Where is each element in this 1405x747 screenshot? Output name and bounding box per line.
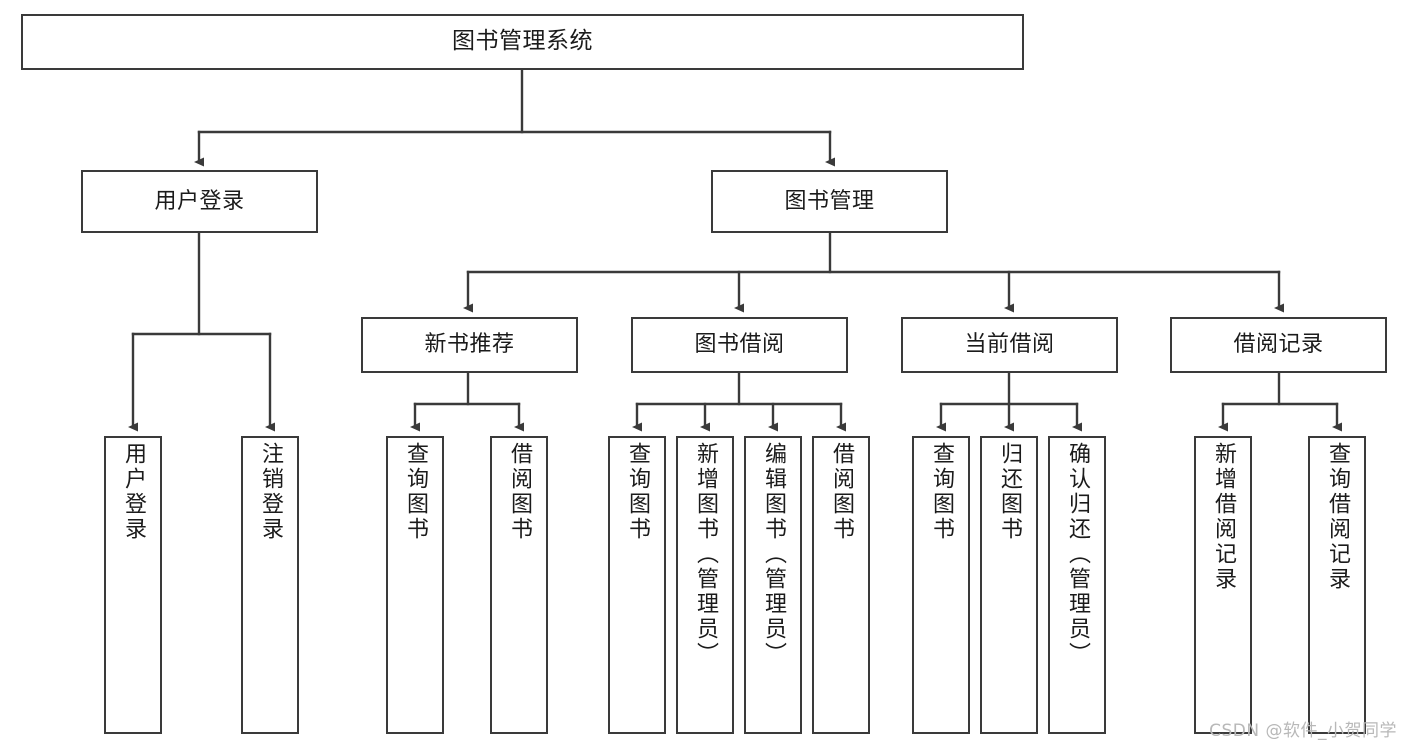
node-label: 用户登录 [154, 188, 245, 214]
node-label: 借阅图书 [506, 442, 532, 542]
node-label: 查询图书 [624, 442, 650, 542]
node-label: 当前借阅 [964, 332, 1055, 358]
node-label: 注销登录 [257, 442, 283, 542]
node-label: 新增借阅记录 [1210, 442, 1236, 592]
node-leaf-add-book-admin[interactable]: 新增图书（管理员） [676, 436, 734, 734]
node-label: 归还图书 [996, 442, 1022, 542]
node-leaf-confirm-return-admin[interactable]: 确认归还（管理员） [1048, 436, 1106, 734]
node-label: 图书管理系统 [452, 28, 593, 55]
node-leaf-query-book-cb[interactable]: 查询图书 [912, 436, 970, 734]
node-leaf-query-borrow-record[interactable]: 查询借阅记录 [1308, 436, 1366, 734]
node-label: 查询借阅记录 [1324, 442, 1350, 592]
node-leaf-logout[interactable]: 注销登录 [241, 436, 299, 734]
node-leaf-return-book[interactable]: 归还图书 [980, 436, 1038, 734]
node-label: 新书推荐 [424, 332, 515, 358]
node-label: 借阅图书 [828, 442, 854, 542]
node-label: 借阅记录 [1233, 332, 1324, 358]
node-label: 图书借阅 [694, 332, 785, 358]
node-leaf-edit-book-admin[interactable]: 编辑图书（管理员） [744, 436, 802, 734]
node-current-borrow[interactable]: 当前借阅 [901, 317, 1118, 373]
node-book-borrow[interactable]: 图书借阅 [631, 317, 848, 373]
node-label: 查询图书 [402, 442, 428, 542]
node-user-login[interactable]: 用户登录 [81, 170, 318, 233]
node-label: 编辑图书（管理员） [760, 442, 786, 667]
node-label: 新增图书（管理员） [692, 442, 718, 667]
node-leaf-user-login[interactable]: 用户登录 [104, 436, 162, 734]
node-book-management[interactable]: 图书管理 [711, 170, 948, 233]
node-leaf-add-borrow-record[interactable]: 新增借阅记录 [1194, 436, 1252, 734]
node-leaf-query-book-bb[interactable]: 查询图书 [608, 436, 666, 734]
node-leaf-query-book-nb[interactable]: 查询图书 [386, 436, 444, 734]
node-leaf-borrow-book-bb[interactable]: 借阅图书 [812, 436, 870, 734]
node-label: 确认归还（管理员） [1064, 442, 1090, 667]
node-root-book-management-system[interactable]: 图书管理系统 [21, 14, 1024, 70]
node-label: 用户登录 [120, 442, 146, 542]
node-leaf-borrow-book-nb[interactable]: 借阅图书 [490, 436, 548, 734]
node-label: 图书管理 [784, 188, 875, 214]
node-label: 查询图书 [928, 442, 954, 542]
node-borrow-record[interactable]: 借阅记录 [1170, 317, 1387, 373]
node-new-book-recommend[interactable]: 新书推荐 [361, 317, 578, 373]
